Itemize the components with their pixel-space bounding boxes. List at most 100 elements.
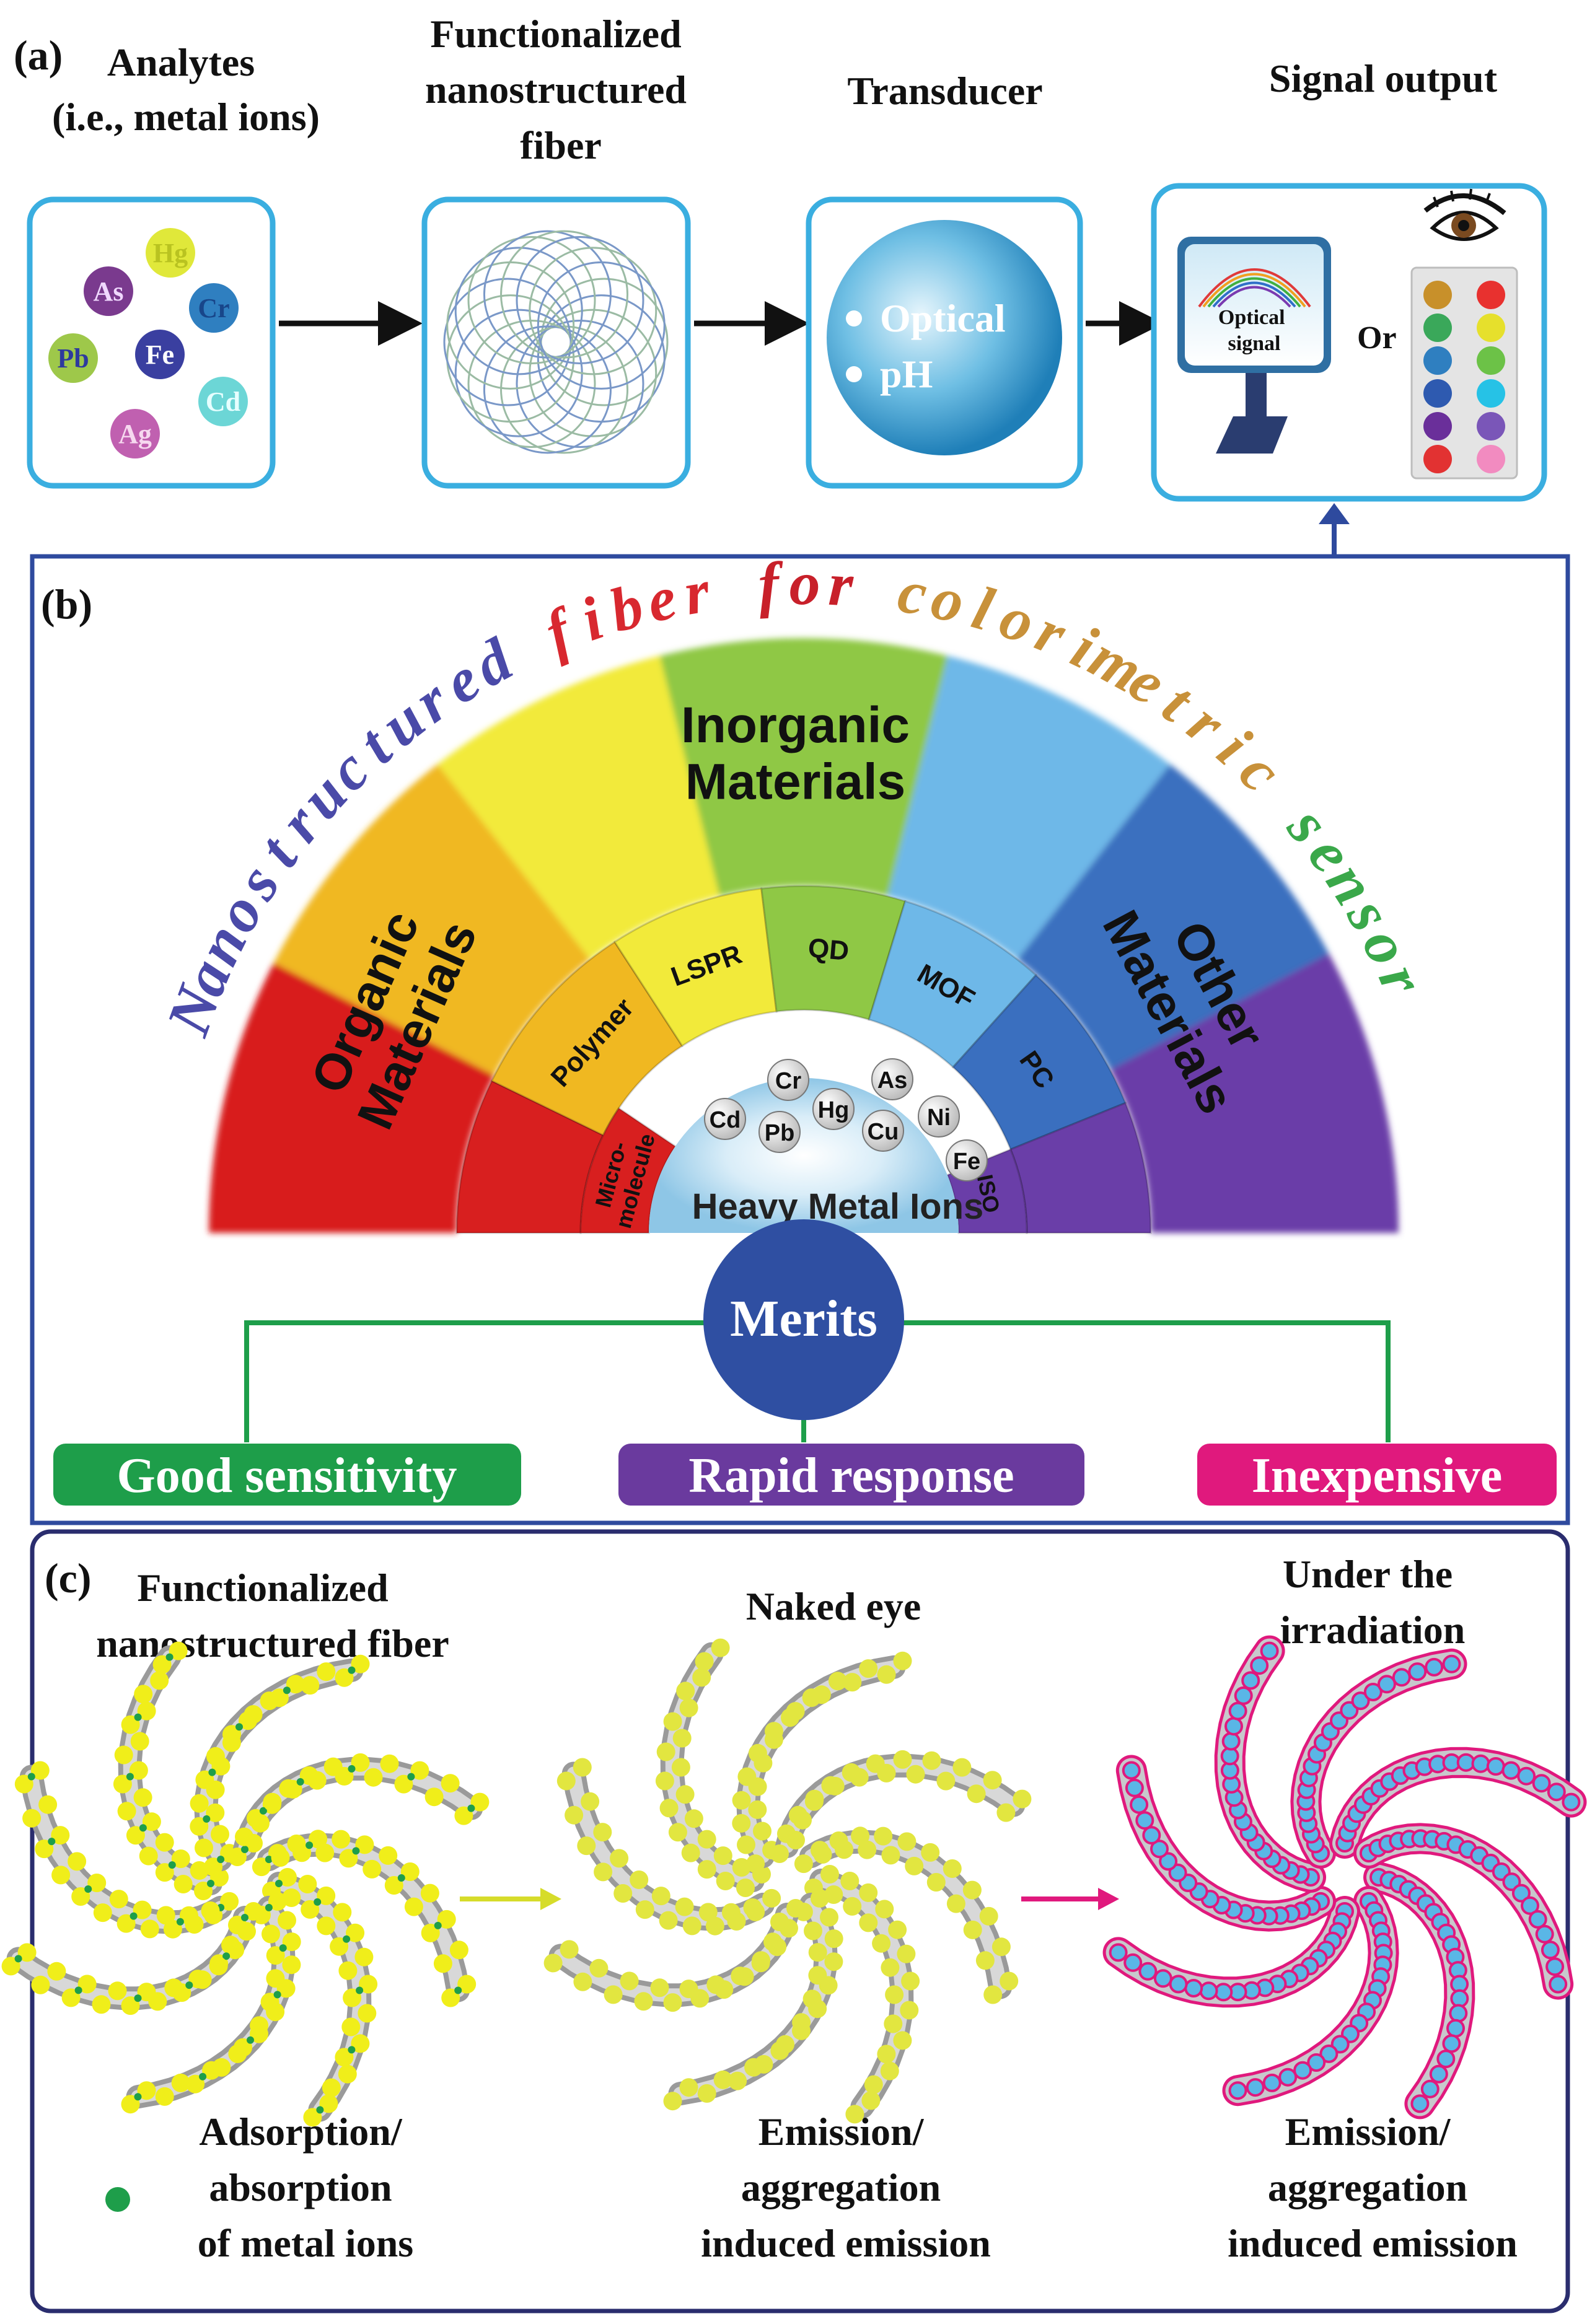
yellow-particle (441, 1988, 460, 2007)
yellow-particle (351, 2034, 370, 2053)
yellow-particle (731, 1967, 750, 1986)
merit-good-sensitivity: Good sensitivity (117, 1449, 457, 1503)
yellow-particle (228, 2044, 247, 2063)
yellow-particle (824, 1952, 843, 1971)
yellow-particle (770, 1844, 789, 1863)
emitting-particle (1562, 1792, 1581, 1812)
yellow-particle (358, 2004, 377, 2023)
emitting-particle (1420, 2079, 1440, 2098)
category-qd: QD (807, 932, 850, 967)
yellow-particle (630, 1870, 649, 1889)
color-well (1423, 314, 1452, 342)
emitting-particle (1517, 1766, 1536, 1786)
metal-ion-dot (14, 1955, 22, 1963)
yellow-particle (117, 1802, 136, 1821)
yellow-particle (808, 1943, 827, 1962)
metal-ion-dot (265, 1903, 273, 1911)
yellow-particle (672, 1729, 692, 1748)
emitting-particle (1449, 2004, 1468, 2023)
yellow-particle (851, 1826, 870, 1846)
yellow-particle (380, 1754, 399, 1773)
yellow-particle (222, 1725, 241, 1744)
yellow-particle (768, 1937, 787, 1957)
emitting-particle (1436, 2050, 1456, 2069)
fiber-loop (537, 261, 666, 390)
yellow-particle (716, 1872, 735, 1890)
yellow-particle (129, 1761, 148, 1780)
yellow-particle (737, 1835, 755, 1854)
yellow-particle (820, 1908, 838, 1927)
yellow-particle (732, 1813, 751, 1833)
yellow-particle (338, 1961, 358, 1980)
yellow-particle (858, 1840, 877, 1859)
yellow-particle (449, 1940, 468, 1960)
yellow-particle (893, 1750, 912, 1769)
yellow-particle (728, 2071, 747, 2090)
yellow-particle (859, 1913, 878, 1932)
yellow-particle (780, 1919, 798, 1938)
metal-ion-dot (48, 1838, 56, 1846)
yellow-particle (130, 1732, 149, 1751)
emitting-particle (1446, 2019, 1465, 2038)
yellow-particle (332, 1830, 351, 1849)
yellow-particle (286, 1675, 305, 1694)
yellow-particle (679, 2078, 698, 2097)
yellow-particle (881, 1958, 900, 1977)
yellow-particle (676, 1682, 695, 1701)
yellow-particle (762, 1888, 781, 1908)
yellow-particle (77, 1975, 97, 1994)
emitting-particle (1293, 2061, 1312, 2080)
yellow-particle (663, 2092, 682, 2111)
yellow-particle (109, 1890, 128, 1909)
metal-sphere-as (871, 1058, 913, 1100)
emitting-particle (1521, 1896, 1539, 1915)
yellow-particle (859, 1659, 878, 1678)
yellow-particle (875, 1900, 894, 1919)
color-well (1423, 379, 1452, 408)
emitting-particle (1130, 1795, 1149, 1814)
color-well (1477, 281, 1505, 309)
merit-inexpensive: Inexpensive (1252, 1449, 1503, 1503)
metal-ion-dot (199, 2072, 207, 2081)
emitting-particle (1135, 1811, 1154, 1830)
metal-ion-dot (343, 1935, 351, 1943)
emitting-particle (1169, 1975, 1188, 1994)
yellow-particle (872, 1934, 891, 1953)
metal-ion-cu: Cu (868, 1119, 899, 1145)
merit-rapid-response-badge (618, 1444, 1084, 1506)
yellow-particle (133, 1900, 152, 1919)
yellow-particle (283, 1779, 302, 1799)
yellow-particle (174, 1875, 193, 1893)
emitting-particle (1541, 1940, 1560, 1960)
yellow-particle (244, 1705, 263, 1724)
yellow-particle (922, 1751, 941, 1770)
yellow-particle (983, 1985, 1003, 2004)
yellow-particle (114, 1745, 133, 1765)
yellow-particle (765, 1722, 783, 1741)
yellow-particle (155, 2087, 174, 2106)
emitting-particle (1442, 1654, 1461, 1673)
yellow-particle (943, 1859, 962, 1878)
yellow-particle (921, 1843, 940, 1862)
yellow-particle (31, 1975, 50, 1994)
stage-caption-irradiation: Emission/ aggregation induced emission (1228, 2110, 1518, 2265)
yellow-particle (93, 1903, 112, 1923)
yellow-particle (379, 1846, 398, 1865)
yellow-particle (201, 1901, 220, 1920)
metal-ion-dot (407, 1773, 415, 1781)
metal-ion-dot (176, 1918, 184, 1926)
yellow-particle (885, 1985, 904, 2004)
yellow-particle (317, 1916, 336, 1936)
yellow-particle (692, 1668, 711, 1687)
emitting-particle (1109, 1943, 1128, 1962)
yellow-particle (874, 1826, 893, 1846)
fiber-loop (483, 325, 612, 454)
yellow-particle (421, 1923, 440, 1942)
metal-ion-dot (434, 1921, 442, 1929)
ion-label-cr: Cr (198, 293, 229, 323)
yellow-particle (684, 1809, 703, 1828)
yellow-particle (979, 1906, 998, 1926)
outer-sector (437, 656, 720, 960)
